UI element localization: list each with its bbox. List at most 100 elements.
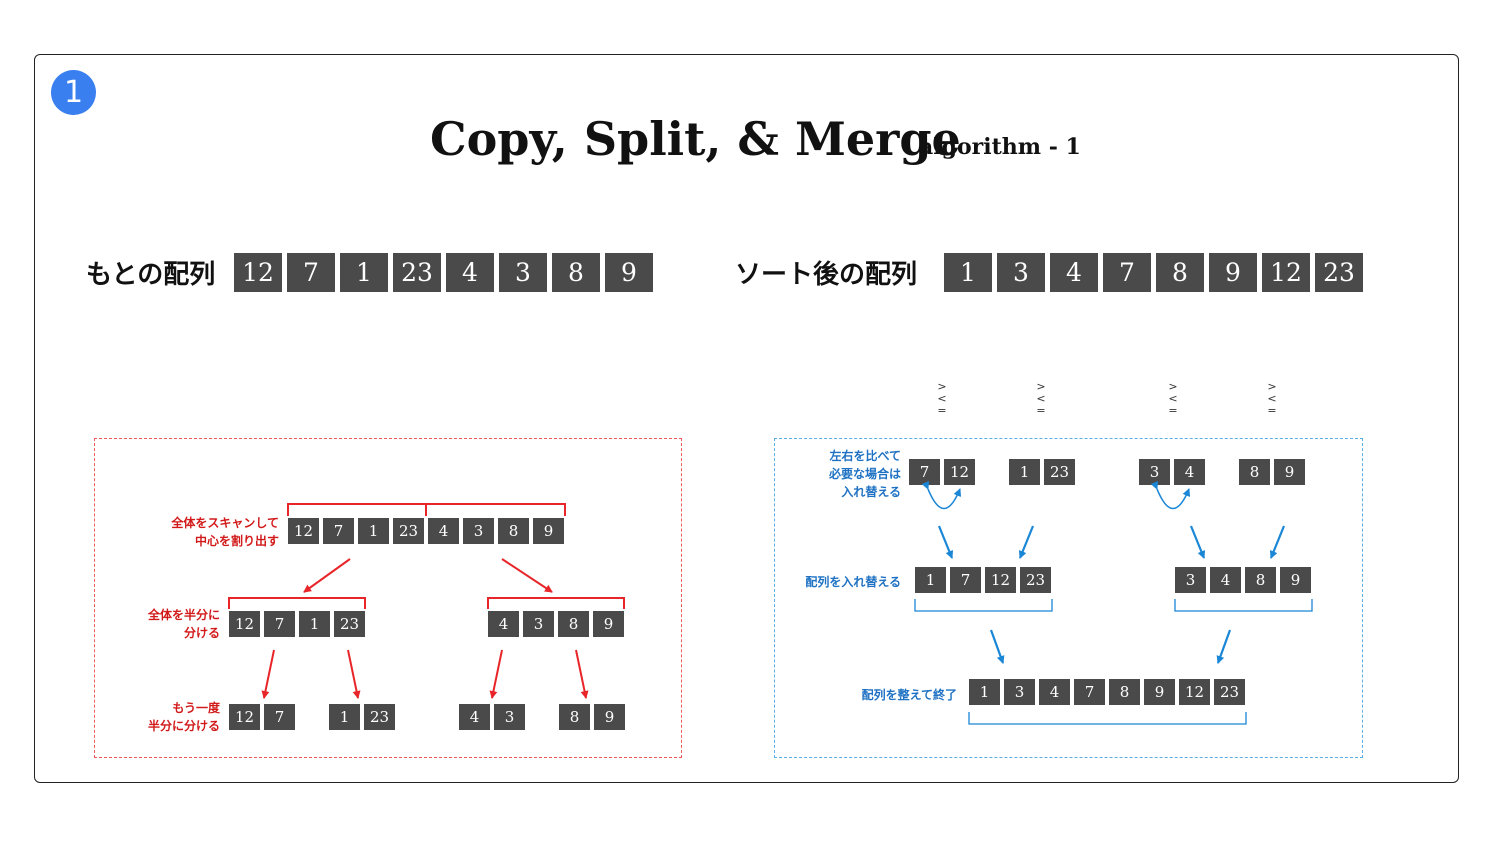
compare-symbol-stack: ><= (1035, 381, 1047, 417)
array-cell: 7 (323, 518, 354, 544)
array-cell: 3 (494, 704, 525, 730)
merge-note-finish: 配列を整えて終了 (861, 688, 957, 702)
split-bracket-row2-right (487, 597, 625, 609)
swap-arc-left (921, 481, 962, 510)
array-cell: 4 (1210, 567, 1241, 593)
array-cell: 1 (1009, 459, 1040, 485)
array-cell: 23 (334, 611, 365, 637)
page-title: Copy, Split, & Merge (430, 112, 961, 166)
compare-symbol: < (1036, 392, 1046, 405)
array-cell: 9 (1144, 679, 1175, 705)
merge-arrow-5 (989, 629, 1005, 664)
array-cell: 3 (997, 253, 1045, 292)
array-cell: 9 (1274, 459, 1305, 485)
compare-symbol: < (1267, 392, 1277, 405)
compare-symbol: = (1036, 404, 1046, 417)
merge-note-compare-line1: 左右を比べて (829, 449, 901, 463)
array-cell: 8 (498, 518, 529, 544)
compare-symbol: = (1168, 404, 1178, 417)
array-cell: 9 (605, 253, 653, 292)
compare-symbol: < (937, 392, 947, 405)
split-note-scan: 全体をスキャンして 中心を割り出す (171, 514, 279, 550)
merge-arrow-6 (1216, 629, 1232, 664)
array-cell: 4 (459, 704, 490, 730)
array-cell: 1 (915, 567, 946, 593)
array-cell: 12 (944, 459, 975, 485)
compare-symbol-stack: ><= (1266, 381, 1278, 417)
split-arrow-5 (489, 649, 503, 699)
split-note-again-line1: もう一度 (172, 701, 220, 715)
split-note-again-line2: 半分に分ける (147, 719, 220, 733)
array-cell: 12 (288, 518, 319, 544)
array-cell: 7 (1074, 679, 1105, 705)
array-cell: 3 (523, 611, 554, 637)
array-cell: 4 (1050, 253, 1098, 292)
compare-symbol: > (937, 380, 947, 393)
array-cell: 7 (1103, 253, 1151, 292)
split-arrow-2 (501, 558, 553, 593)
merge-note-compare-line2: 必要な場合は (828, 467, 901, 481)
compare-symbol: = (1267, 404, 1277, 417)
split-arrow-1 (303, 558, 351, 593)
compare-symbol-stack: ><= (1167, 381, 1179, 417)
array-cell: 12 (229, 611, 260, 637)
array-cell: 8 (1245, 567, 1276, 593)
array-cell: 7 (264, 611, 295, 637)
array-cell: 7 (287, 253, 335, 292)
merge-arrow-2 (1018, 525, 1035, 559)
merge-note-compare: 左右を比べて 必要な場合は 入れ替える (829, 447, 901, 501)
array-cell: 3 (463, 518, 494, 544)
array-cell: 3 (1175, 567, 1206, 593)
array-cell: 9 (594, 704, 625, 730)
split-arrow-3 (261, 649, 275, 699)
array-cell: 7 (909, 459, 940, 485)
array-cell: 8 (552, 253, 600, 292)
array-cell: 23 (1315, 253, 1363, 292)
array-cell: 9 (533, 518, 564, 544)
array-cell: 23 (393, 253, 441, 292)
array-cell: 8 (558, 611, 589, 637)
array-cell: 4 (446, 253, 494, 292)
array-cell: 23 (1020, 567, 1051, 593)
compare-symbol-stack: ><= (936, 381, 948, 417)
split-arrow-6 (575, 649, 589, 699)
array-cell: 7 (264, 704, 295, 730)
original-array-label: もとの配列 (86, 260, 216, 290)
compare-symbol: = (937, 404, 947, 417)
array-cell: 9 (1209, 253, 1257, 292)
merge-bracket-left (914, 599, 1053, 612)
compare-symbol: > (1168, 380, 1178, 393)
split-bracket-right (425, 503, 566, 516)
merge-panel (774, 438, 1363, 758)
array-cell: 4 (488, 611, 519, 637)
array-cell: 8 (559, 704, 590, 730)
compare-symbol: > (1036, 380, 1046, 393)
merge-note-swap: 配列を入れ替える (805, 575, 901, 589)
split-note-half: 全体を半分に 分ける (148, 606, 220, 642)
split-bracket-row2-left (228, 597, 366, 609)
split-note-scan-line1: 全体をスキャンして (171, 516, 279, 530)
array-cell: 1 (944, 253, 992, 292)
merge-bracket-right (1174, 599, 1313, 612)
split-panel (94, 438, 682, 758)
array-cell: 9 (593, 611, 624, 637)
merge-arrow-3 (1189, 525, 1206, 559)
array-cell: 23 (364, 704, 395, 730)
split-note-half-line2: 分ける (183, 626, 220, 640)
array-cell: 12 (229, 704, 260, 730)
array-cell: 12 (985, 567, 1016, 593)
merge-bracket-final (968, 712, 1247, 725)
array-cell: 1 (329, 704, 360, 730)
array-cell: 23 (1044, 459, 1075, 485)
split-note-again: もう一度 半分に分ける (148, 699, 220, 735)
